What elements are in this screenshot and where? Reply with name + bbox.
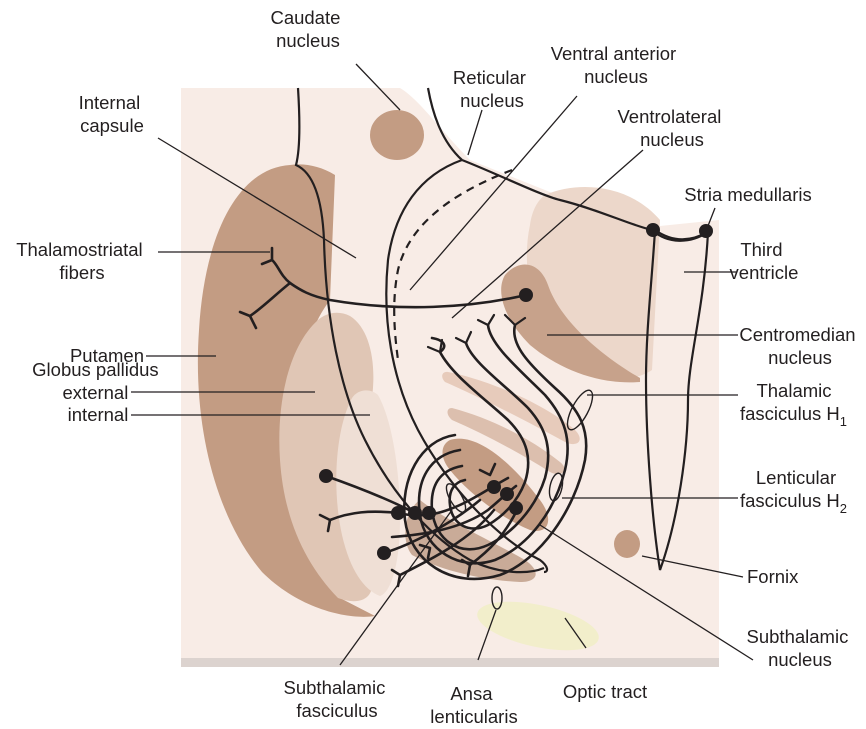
label-stria-medullaris: Stria medullaris	[684, 184, 812, 205]
label-lenticular-fasciculus-line2: fasciculus H2	[740, 490, 847, 516]
label-centromedian: Centromedian nucleus	[739, 324, 860, 368]
label-fornix: Fornix	[747, 566, 799, 587]
label-thalamic-fasciculus: Thalamic	[756, 380, 831, 401]
stria-medullaris-dot-left	[646, 223, 660, 237]
label-ansa-lenticularis: Ansa lenticularis	[430, 683, 517, 727]
tissue-slab-bottom-edge	[181, 658, 719, 667]
label-thalamostriatal: Thalamostriatal fibers	[16, 239, 148, 283]
label-thalamic-fasciculus-line2: fasciculus H1	[740, 403, 847, 429]
label-third-ventricle: Third ventricle	[730, 239, 799, 283]
fornix-shape	[614, 530, 640, 558]
label-optic-tract: Optic tract	[563, 681, 647, 702]
label-subthalamic-nucleus: Subthalamic nucleus	[747, 626, 854, 670]
label-subthalamic-fasciculus: Subthalamic fasciculus	[284, 677, 391, 721]
label-internal-capsule: Internal capsule	[79, 92, 146, 136]
label-ventral-anterior: Ventral anterior nucleus	[551, 43, 682, 87]
label-caudate: Caudate nucleus	[270, 7, 345, 51]
caudate-nucleus-shape	[370, 110, 424, 160]
label-lenticular-fasciculus: Lenticular	[756, 467, 836, 488]
